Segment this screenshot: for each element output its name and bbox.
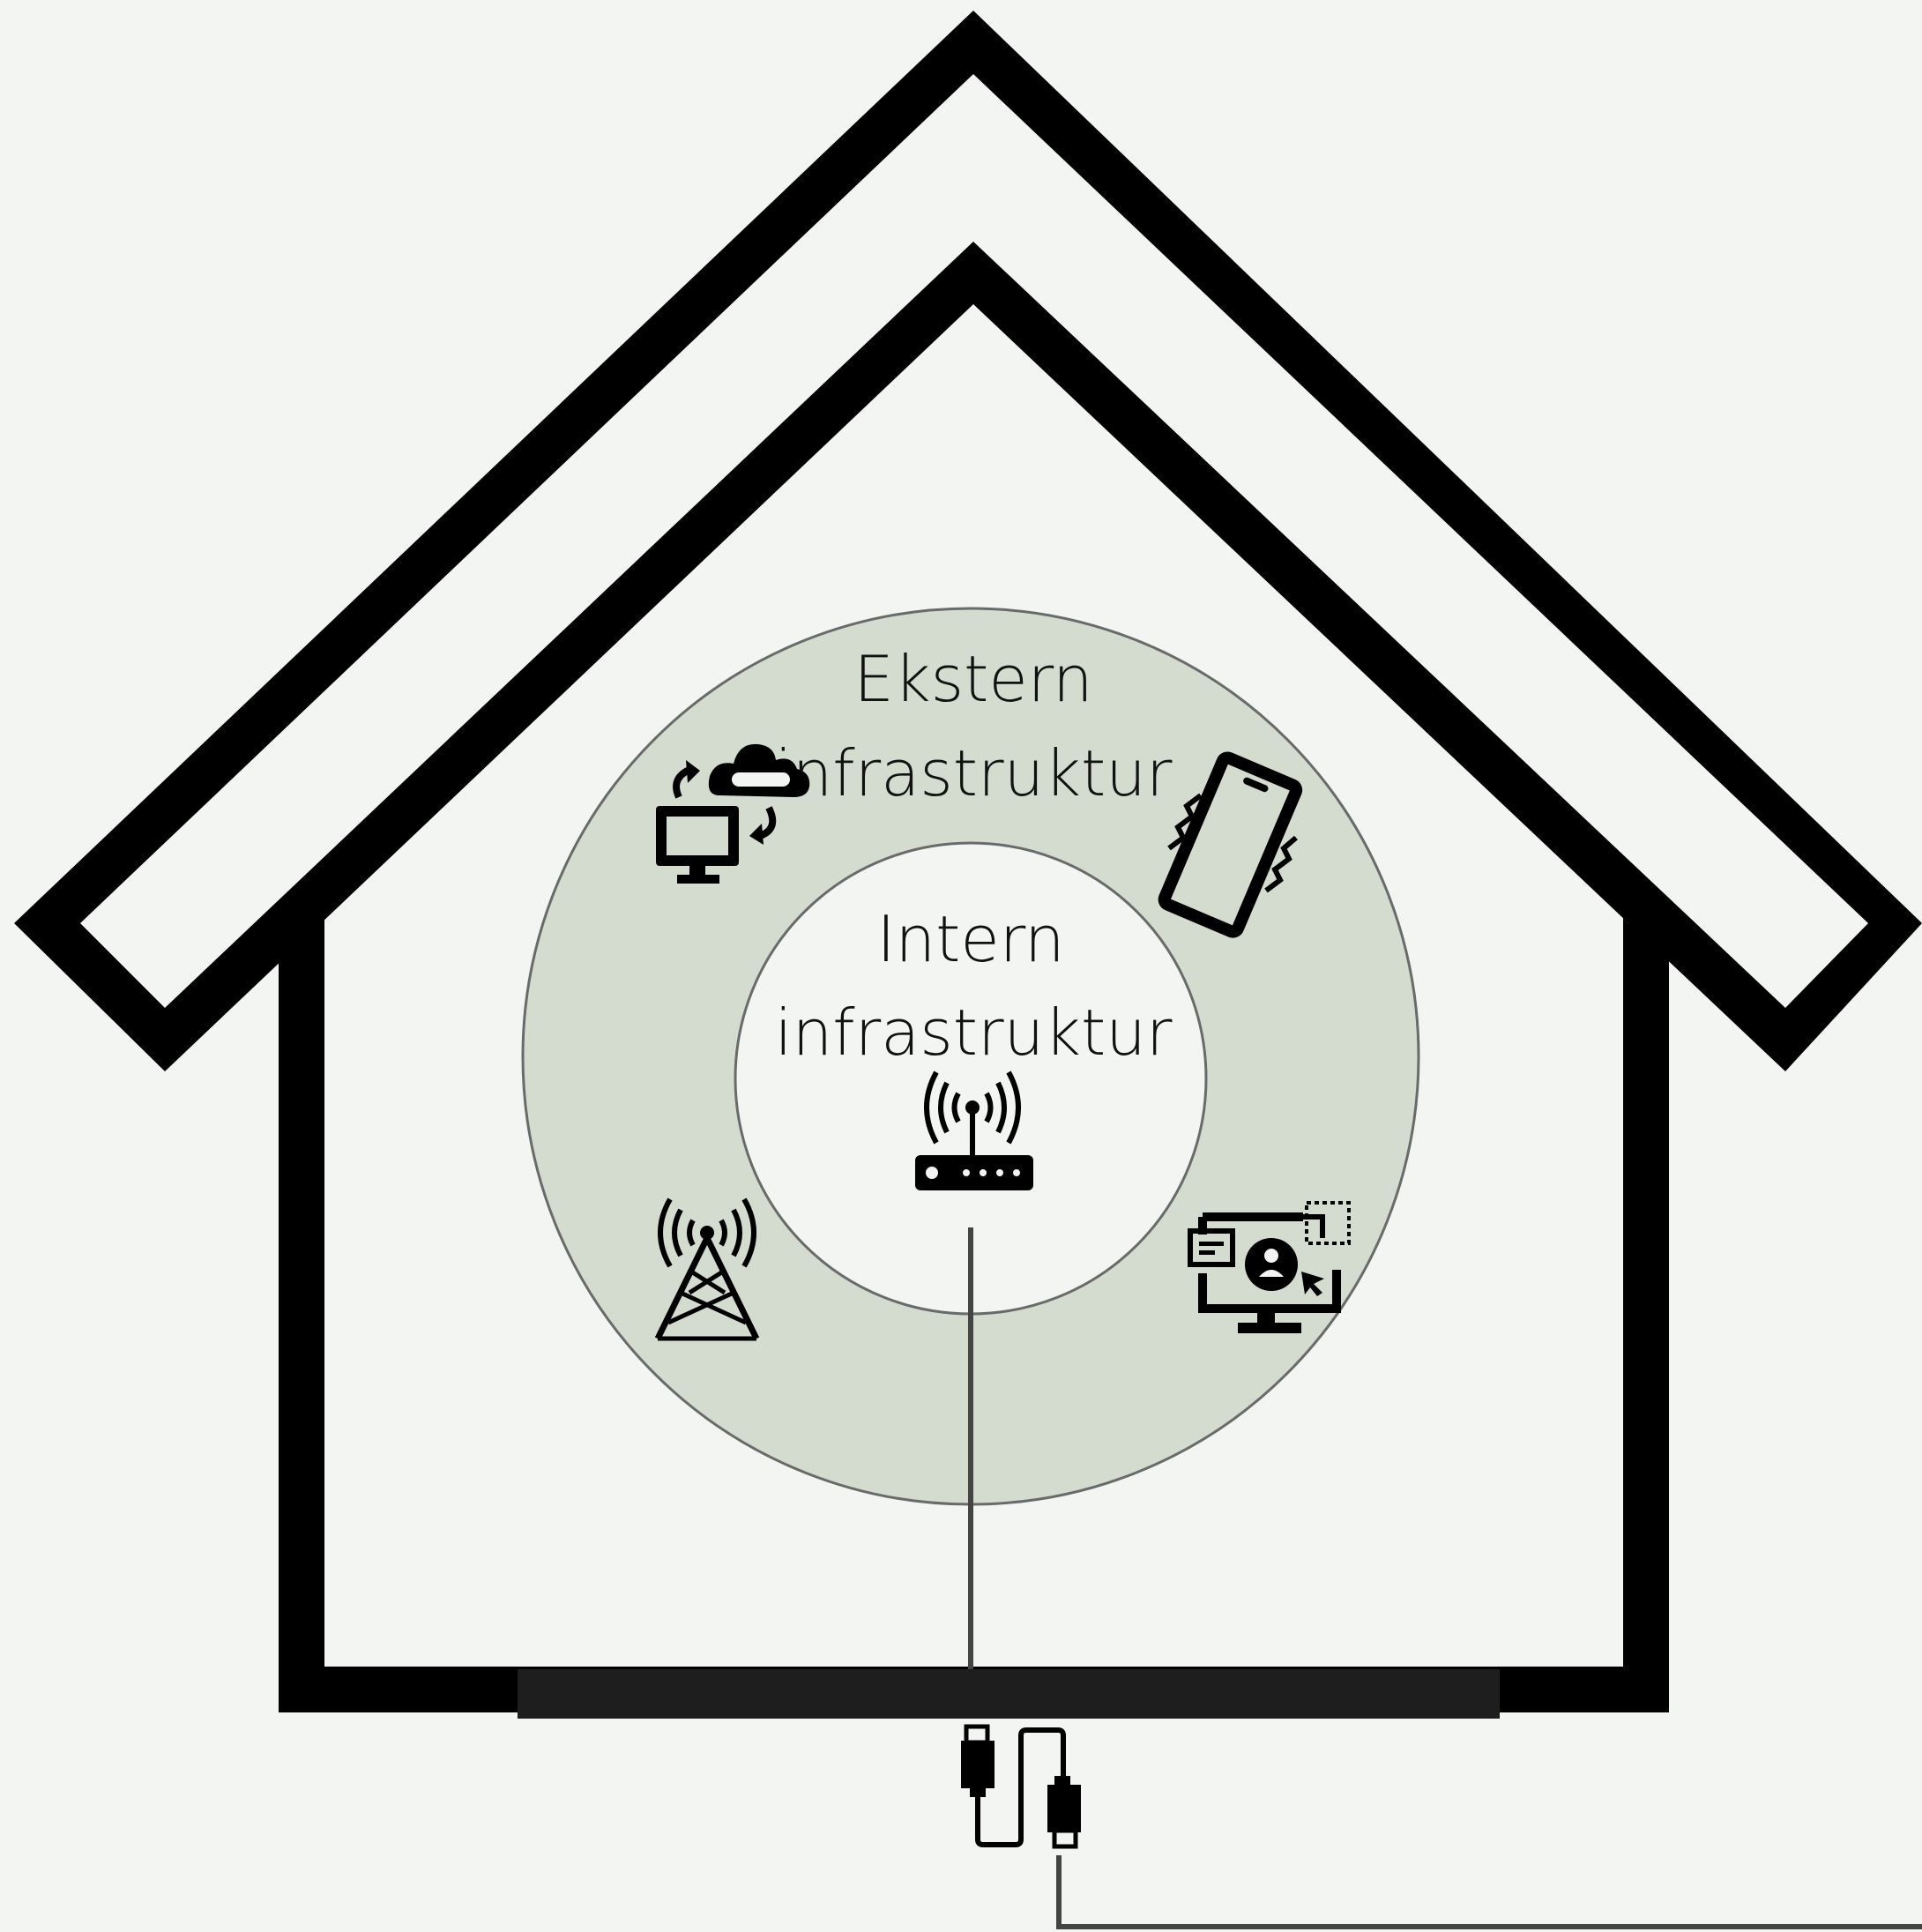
remote-desktop-monitor-icon xyxy=(1188,1201,1351,1333)
cell-tower-icon xyxy=(654,1197,760,1341)
internal-label-line1: Intern xyxy=(876,902,1064,976)
cloud-computer-sync-icon xyxy=(656,743,810,884)
wifi-router-icon xyxy=(915,1070,1033,1190)
house-roof xyxy=(14,11,1922,1071)
internal-label-line2: infrastruktur xyxy=(775,996,1173,1070)
floor-bar xyxy=(518,1669,1500,1719)
external-label-line1: Ekstern xyxy=(853,642,1092,716)
external-label-line2: infrastruktur xyxy=(775,736,1173,810)
external-connection-line xyxy=(1056,1855,1922,1929)
usb-cable-icon xyxy=(961,1724,1081,1849)
vibrating-phone-icon xyxy=(1158,751,1303,938)
